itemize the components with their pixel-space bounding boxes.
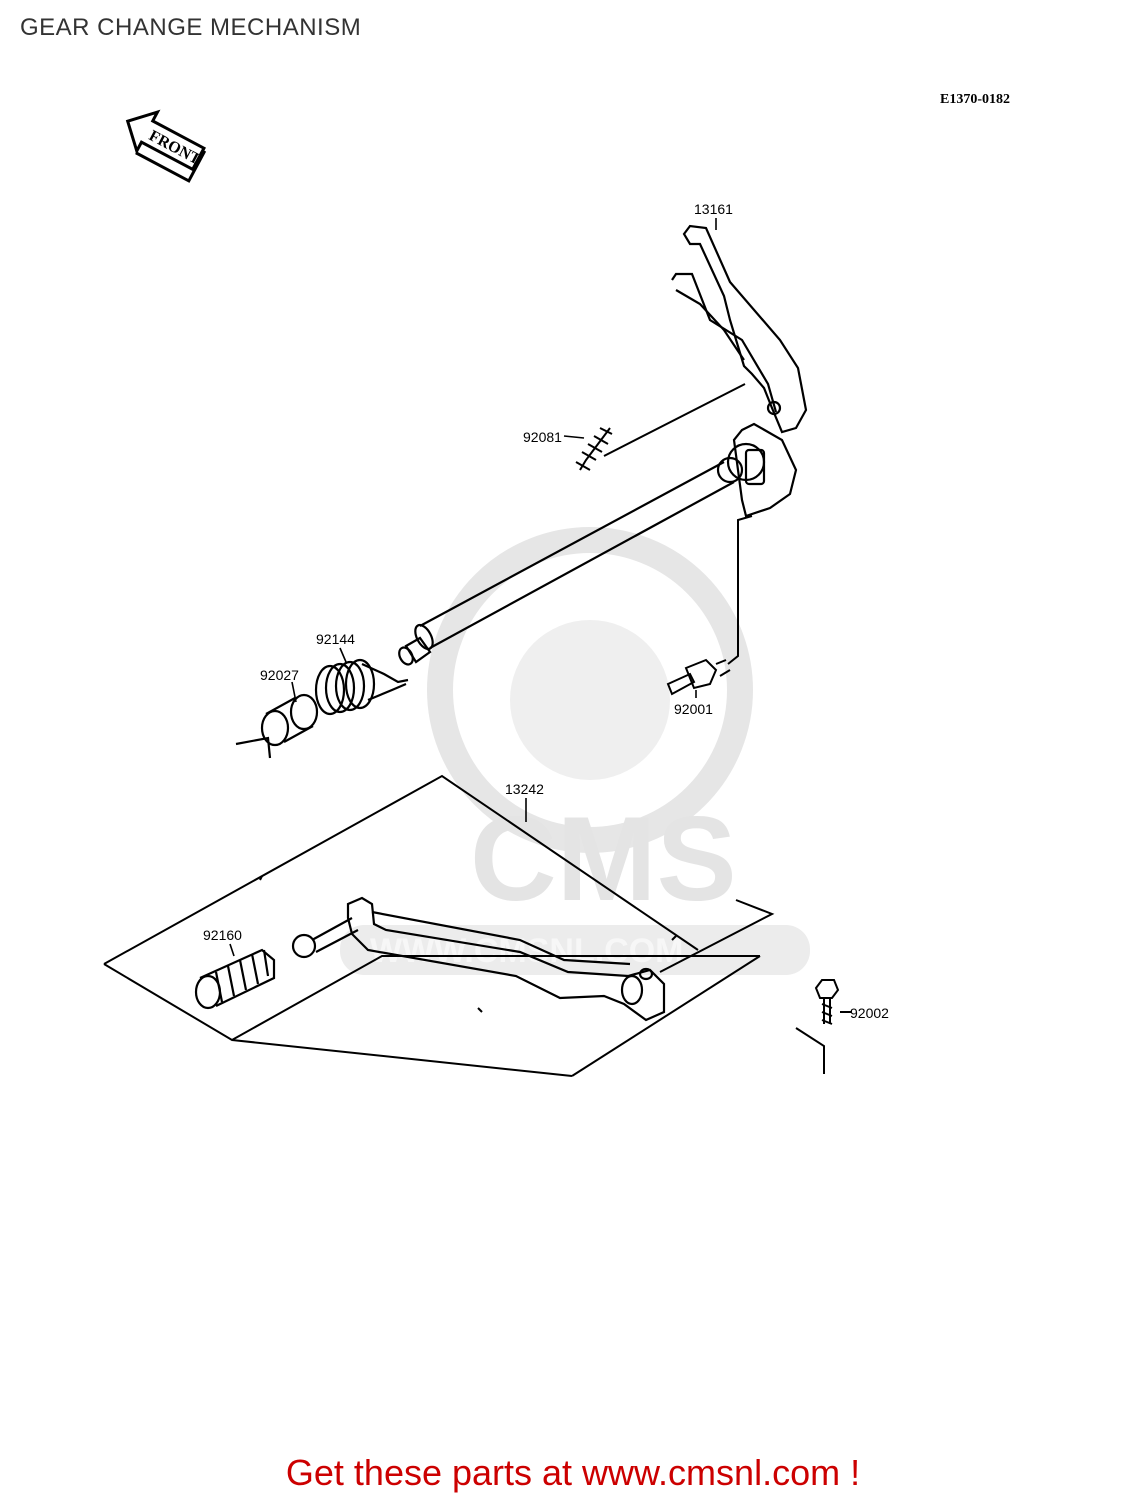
pedal-rubber-92160-icon	[194, 948, 276, 1010]
watermark-logo-text: CMS	[470, 792, 737, 926]
watermark-url-text: WWW.CMSNL.COM	[370, 932, 684, 970]
shift-shaft	[398, 461, 735, 666]
part-label-13242: 13242	[505, 781, 544, 797]
return-spring-92144-icon	[314, 658, 409, 716]
part-labels: 13161 92081 92144 92027 92001 13242 9216…	[203, 201, 889, 1021]
spring-92081-icon	[575, 383, 746, 471]
bolt-92001-icon	[666, 515, 753, 696]
front-arrow-shadow	[135, 150, 207, 183]
part-label-92002: 92002	[850, 1005, 889, 1021]
watermark-url-band	[340, 925, 810, 975]
collar-92027-icon	[235, 693, 319, 759]
shift-pedal-lever	[291, 896, 666, 1022]
part-label-92144: 92144	[316, 631, 355, 647]
part-label-92160: 92160	[203, 927, 242, 943]
part-label-92081: 92081	[523, 429, 562, 445]
shift-pedal-callout-box	[103, 774, 775, 1077]
part-label-92001: 92001	[674, 701, 713, 717]
page-title: GEAR CHANGE MECHANISM	[20, 14, 362, 41]
front-arrow-outline	[125, 109, 206, 172]
watermark: CMS WWW.CMSNL.COM	[340, 527, 810, 975]
leader-lines	[229, 218, 717, 957]
front-arrow-icon: FRONT	[125, 109, 207, 183]
part-label-13161: 13161	[694, 201, 733, 217]
part-label-92027: 92027	[260, 667, 299, 683]
diagram-code: E1370-0182	[940, 92, 1010, 107]
bolt-92002-icon	[795, 979, 852, 1074]
watermark-mascot-head	[427, 527, 753, 853]
watermark-mascot-face	[510, 620, 670, 780]
footer-parts-link[interactable]: Get these parts at www.cmsnl.com !	[285, 1452, 861, 1493]
shift-mechanism-arm	[671, 224, 808, 518]
